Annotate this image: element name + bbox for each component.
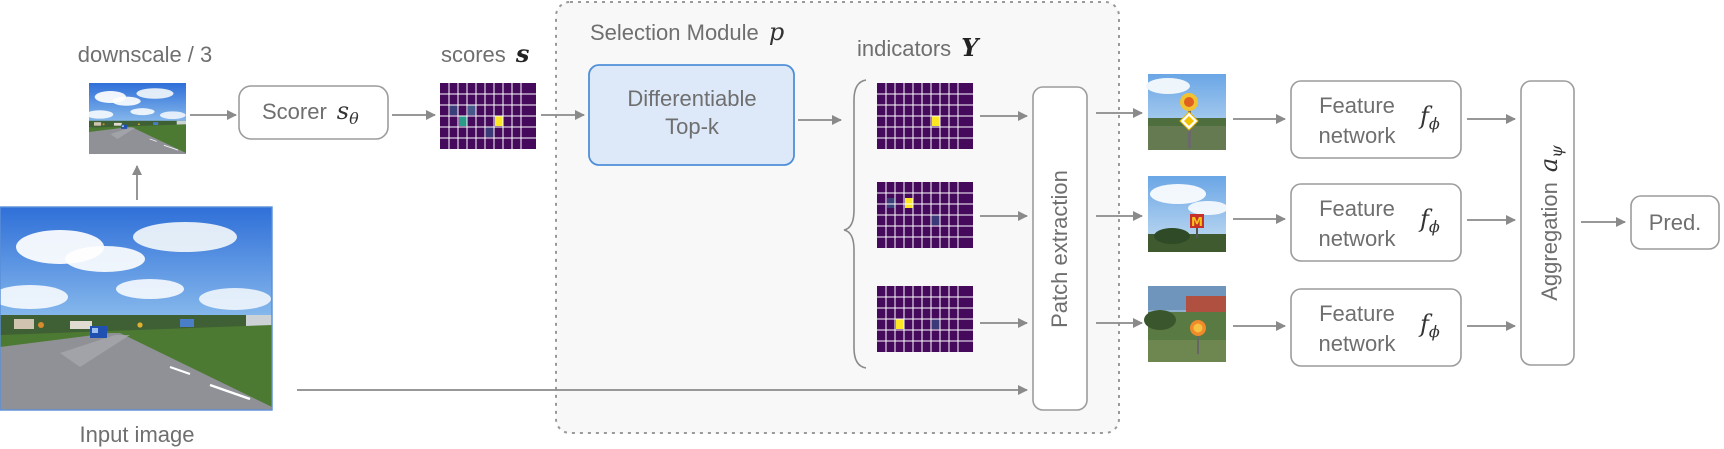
indicator-heatmap-2: [876, 181, 974, 249]
scorer-subscript: θ: [349, 109, 359, 128]
topk-line1: Differentiable: [627, 86, 756, 111]
feature-network-1-line1: Feature: [1319, 93, 1395, 118]
feature-network-1-subscript: ϕ: [1429, 114, 1440, 133]
scores-symbol: s: [515, 39, 530, 68]
scorer-label: Scorer: [262, 99, 327, 124]
input-image: [0, 205, 274, 412]
aggregation-subscript: ψ: [1547, 145, 1566, 158]
svg-text:scores s: scores s: [441, 39, 530, 68]
aggregation-box: [1520, 80, 1575, 366]
feature-network-1: Feature network fϕ: [1290, 80, 1462, 159]
indicator-heatmap-1: [876, 82, 974, 150]
feature-network-2-subscript: ϕ: [1429, 217, 1440, 236]
indicator-heatmap-3: [876, 285, 974, 353]
svg-text:Selection Module p: Selection Module p: [590, 18, 784, 46]
downscale-label: downscale / 3: [78, 42, 213, 67]
patch-extraction-box: [1032, 86, 1088, 411]
svg-text:indicators Y: indicators Y: [857, 33, 981, 62]
indicator-1-active-cell: [932, 116, 940, 126]
patch-2-image: M: [1148, 176, 1228, 252]
aggregation-symbol: a: [1535, 158, 1563, 172]
indicator-2-active-cell: [905, 198, 913, 208]
input-image-label: Input image: [80, 422, 195, 447]
scores-cell-mid: [459, 116, 467, 126]
svg-text:M: M: [1191, 215, 1203, 229]
selection-module-symbol: p: [769, 18, 784, 46]
feature-network-3-subscript: ϕ: [1429, 322, 1440, 341]
feature-network-2-line1: Feature: [1319, 196, 1395, 221]
indicators-symbol: Y: [961, 33, 981, 62]
feature-network-2: Feature network fϕ: [1290, 183, 1462, 262]
feature-network-3-line1: Feature: [1319, 301, 1395, 326]
svg-text:Aggregationaψ: Aggregation aψ: [1535, 145, 1566, 301]
prediction-label: Pred.: [1649, 210, 1702, 235]
feature-network-3: Feature network fϕ: [1290, 288, 1462, 367]
feature-network-2-line2: network: [1318, 226, 1396, 251]
scorer-symbol: s: [337, 97, 349, 125]
feature-network-1-line2: network: [1318, 123, 1396, 148]
patch-3-image: [1144, 286, 1226, 362]
topk-box: [588, 64, 795, 166]
scorer-box: [238, 85, 389, 140]
indicator-3-active-cell: [896, 319, 904, 329]
patch-1-image: [1146, 74, 1226, 150]
prediction-box: [1630, 195, 1720, 250]
scores-cell-low-3: [486, 127, 494, 137]
downscaled-thumbnail: [85, 82, 187, 155]
scores-cell-low-2: [450, 105, 458, 115]
patch-extraction-label: Patch extraction: [1047, 170, 1072, 328]
scores-cell-low-1: [468, 105, 476, 115]
scores-heatmap: [439, 82, 537, 150]
aggregation-label: Aggregation: [1537, 182, 1562, 301]
indicators-brace: [843, 79, 867, 369]
scores-label: scores: [441, 42, 506, 67]
indicators-label: indicators: [857, 36, 951, 61]
feature-network-3-line2: network: [1318, 331, 1396, 356]
selection-module-label: Selection Module: [590, 20, 759, 45]
scores-cell-high: [495, 116, 503, 126]
topk-line2: Top-k: [665, 114, 720, 139]
